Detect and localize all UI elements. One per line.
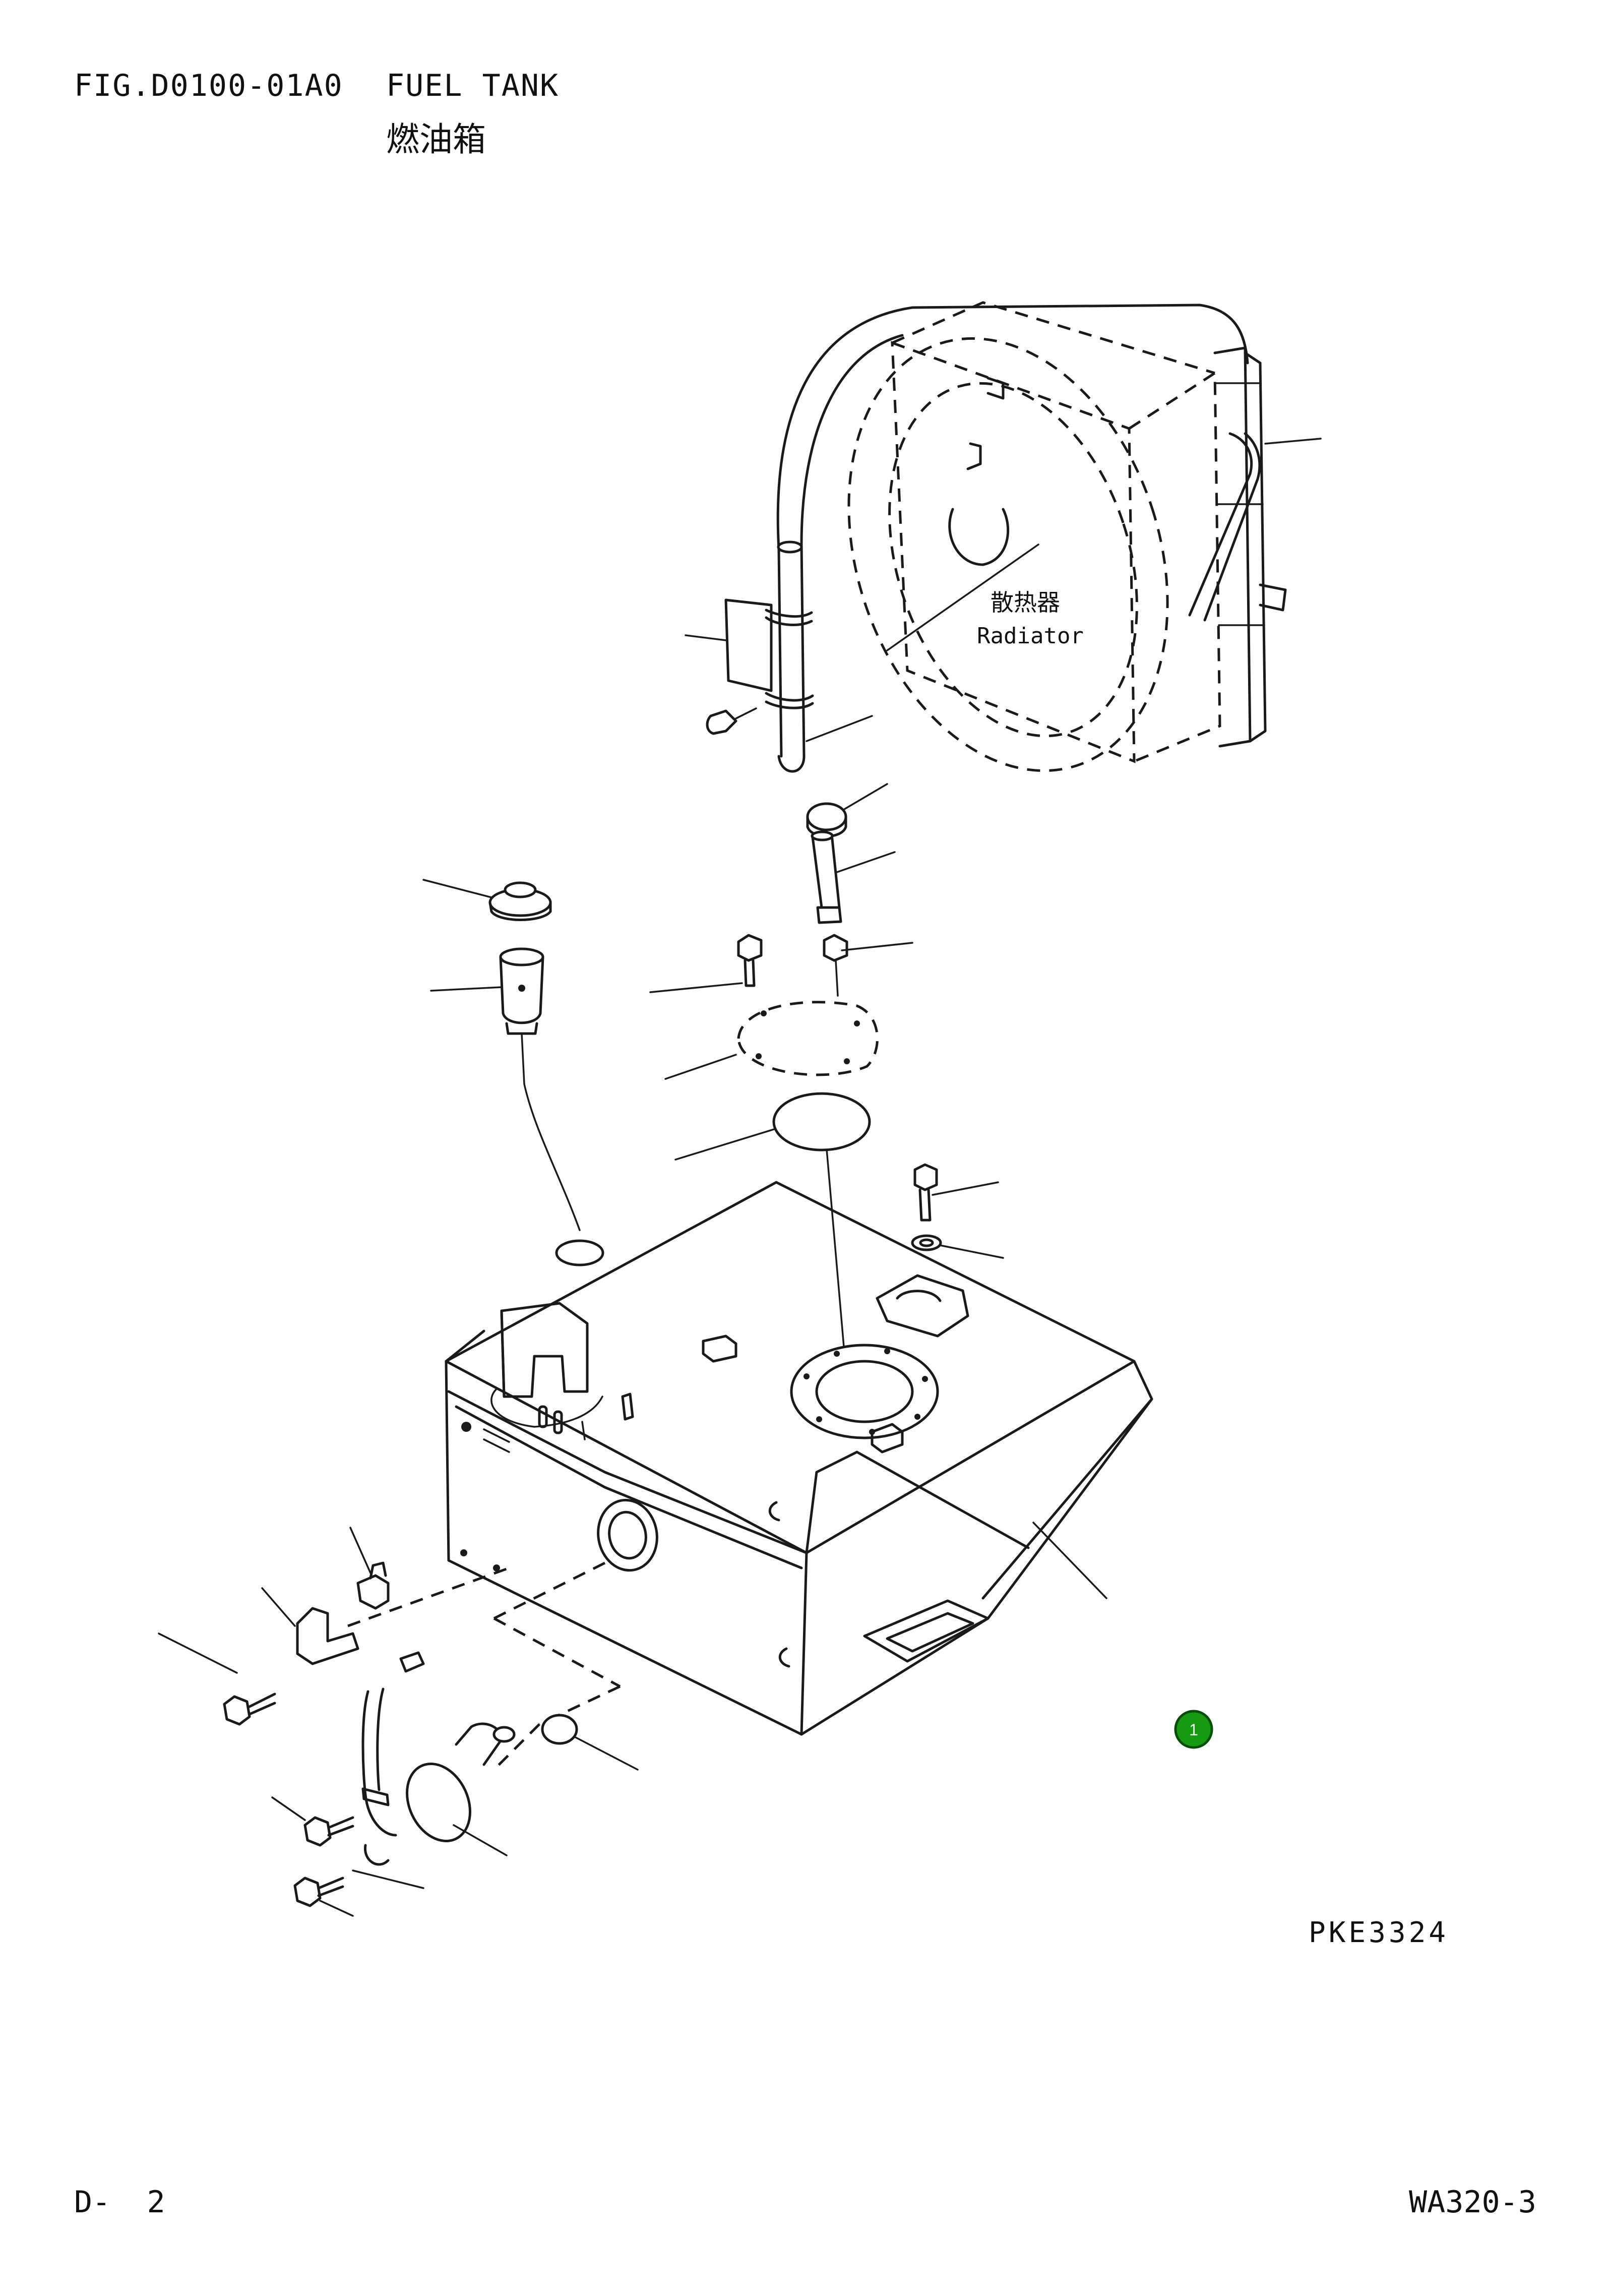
mount-bolt xyxy=(911,1163,1004,1259)
hose-bolt-lower xyxy=(293,1869,424,1917)
bracket-bolt xyxy=(158,1633,276,1726)
cover-plate xyxy=(664,1001,879,1080)
o-ring xyxy=(541,1714,639,1771)
fuel-tank-body xyxy=(445,1181,1153,1736)
guard-bracket xyxy=(261,1587,359,1665)
fitting-bolt xyxy=(823,934,913,997)
gasket xyxy=(674,1092,871,1382)
figure-title: FUEL TANK xyxy=(386,68,560,103)
filler-cap xyxy=(422,879,552,921)
callout-circle xyxy=(1174,1710,1213,1749)
page-number: D- 2 xyxy=(74,2185,165,2220)
callout-marker[interactable]: 1 xyxy=(1172,1708,1215,1750)
machine-model: WA320-3 xyxy=(1409,2185,1536,2220)
drawing-code: PKE3324 xyxy=(1309,1916,1449,1949)
callout-number: 1 xyxy=(1189,1721,1198,1739)
filler-strainer xyxy=(430,947,581,1231)
drain-hose xyxy=(361,1687,397,1866)
drain-valve xyxy=(349,1527,390,1610)
hose-bolt-upper xyxy=(271,1796,354,1847)
radiator-label-cn: 散热器 xyxy=(991,589,1060,616)
breather-hose xyxy=(685,540,873,773)
figure-title-cn: 燃油箱 xyxy=(386,120,486,159)
radiator-assembly xyxy=(776,301,1322,772)
radiator-label: Radiator xyxy=(977,623,1084,649)
breather-pipe xyxy=(811,830,896,924)
drain-cock xyxy=(406,1722,516,1856)
hose-clamp xyxy=(806,783,888,838)
figure-id: FIG.D0100-01A0 xyxy=(74,68,343,103)
small-clip xyxy=(399,1651,425,1673)
cover-bolt xyxy=(649,934,763,993)
